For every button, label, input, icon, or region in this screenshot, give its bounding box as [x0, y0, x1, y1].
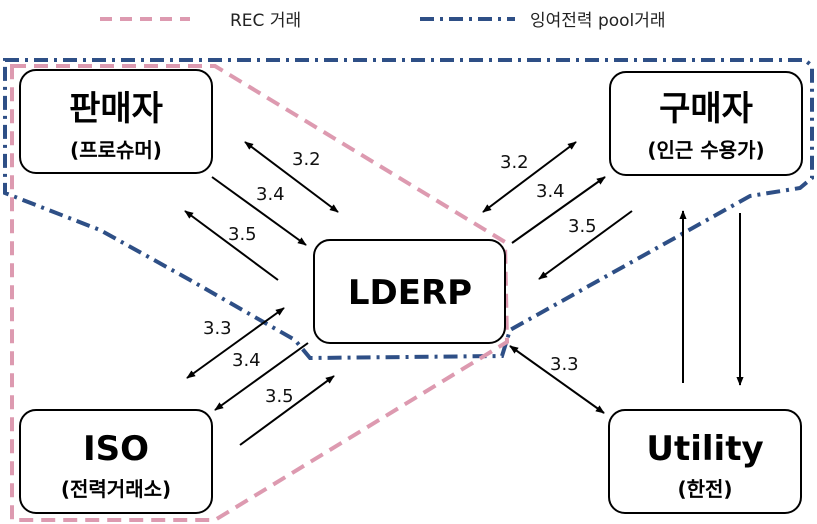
utility-title: Utility	[646, 429, 763, 469]
arrow-seller-lderp-3-4	[211, 176, 307, 246]
label-seller-3-5: 3.5	[228, 224, 257, 245]
label-iso-3-5: 3.5	[265, 386, 294, 407]
buyer-node: 구매자 (인근 수용가)	[609, 71, 803, 176]
label-seller-3-2: 3.2	[292, 149, 321, 170]
label-buyer-3-4: 3.4	[536, 181, 565, 202]
label-iso-3-4: 3.4	[232, 350, 261, 371]
iso-node: ISO (전력거래소)	[19, 409, 213, 514]
lderp-node: LDERP	[313, 239, 506, 344]
label-seller-3-4: 3.4	[256, 184, 285, 205]
pool-trade-region	[3, 58, 814, 361]
buyer-box	[609, 71, 803, 176]
label-buyer-3-5: 3.5	[568, 216, 597, 237]
iso-subtitle: (전력거래소)	[61, 477, 171, 501]
seller-node: 판매자 (프로슈머)	[19, 69, 213, 174]
legend-rec-label: REC 거래	[230, 11, 301, 31]
arrow-utility-lderp-3-3	[509, 345, 605, 414]
lderp-title: LDERP	[348, 273, 472, 313]
lderp-box	[313, 239, 506, 344]
utility-node: Utility (한전)	[608, 409, 802, 514]
arrow-iso-lderp-3-5	[239, 375, 335, 446]
seller-subtitle: (프로슈머)	[70, 138, 162, 162]
iso-title: ISO	[83, 429, 149, 469]
seller-box	[19, 69, 213, 174]
arrow-seller-lderp-3-2	[244, 141, 339, 213]
buyer-title: 구매자	[659, 89, 753, 129]
rec-trade-region	[10, 64, 510, 522]
arrow-lderp-buyer-3-4	[511, 176, 606, 244]
buyer-subtitle: (인근 수용가)	[647, 138, 764, 162]
arrow-iso-lderp-3-3	[186, 307, 285, 379]
arrow-buyer-lderp-3-5	[538, 210, 633, 280]
seller-title: 판매자	[69, 89, 163, 129]
iso-box	[19, 409, 213, 514]
arrow-lderp-seller-3-5	[184, 210, 279, 281]
arrow-buyer-lderp-3-2	[482, 141, 577, 213]
arrow-lderp-iso-3-4	[214, 342, 309, 411]
utility-subtitle: (한전)	[677, 477, 732, 501]
legend-pool-label: 잉여전력 pool거래	[530, 11, 666, 31]
label-utility-3-3: 3.3	[550, 354, 579, 375]
utility-box	[608, 409, 802, 514]
label-buyer-3-2: 3.2	[500, 152, 529, 173]
label-iso-3-3: 3.3	[203, 318, 232, 339]
